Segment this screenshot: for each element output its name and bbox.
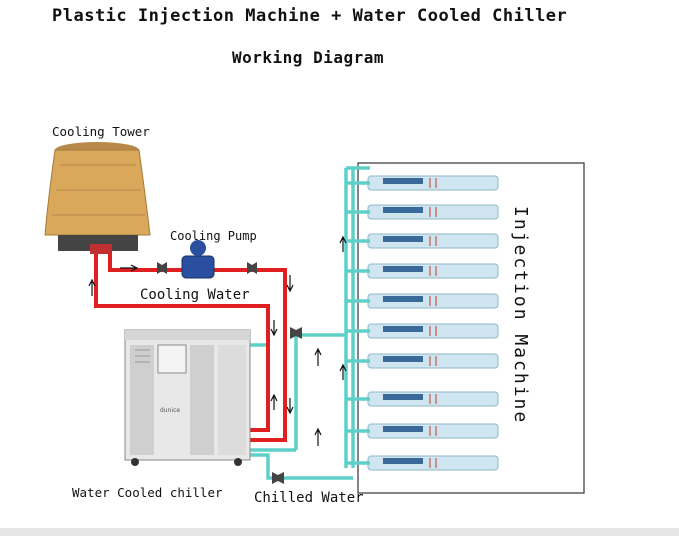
diagram-title: Plastic Injection Machine + Water Cooled… <box>52 6 568 26</box>
injection-machine-unit <box>367 455 499 471</box>
cooling-water-pipes <box>94 250 287 442</box>
injection-machine-unit <box>367 233 499 249</box>
cooling-tower-illustration <box>44 142 151 254</box>
water-cooled-chiller-label: Water Cooled chiller <box>72 485 223 500</box>
cooling-pump-illustration <box>181 240 215 279</box>
injection-machine-unit <box>367 391 499 407</box>
injection-machine-units <box>367 175 499 471</box>
cooling-tower-label: Cooling Tower <box>52 124 150 139</box>
bottom-bar <box>0 528 679 536</box>
injection-machine-unit <box>367 263 499 279</box>
cooling-water-label: Cooling Water <box>140 287 250 303</box>
injection-machine-unit <box>367 353 499 369</box>
valve-icons <box>157 262 302 484</box>
flow-arrows <box>88 235 347 446</box>
chiller-illustration <box>124 329 251 466</box>
injection-machine-unit <box>367 423 499 439</box>
diagram-subtitle: Working Diagram <box>232 48 384 67</box>
injection-machine-unit <box>367 175 499 191</box>
injection-machine-label: Injection Machine <box>510 206 531 425</box>
injection-machine-unit <box>367 323 499 339</box>
cooling-pump-label: Cooling Pump <box>170 229 257 243</box>
chilled-water-label: Chilled Water <box>254 490 364 506</box>
chiller-brand-label: dunice <box>160 407 180 414</box>
injection-machine-unit <box>367 293 499 309</box>
injection-machine-unit <box>367 204 499 220</box>
